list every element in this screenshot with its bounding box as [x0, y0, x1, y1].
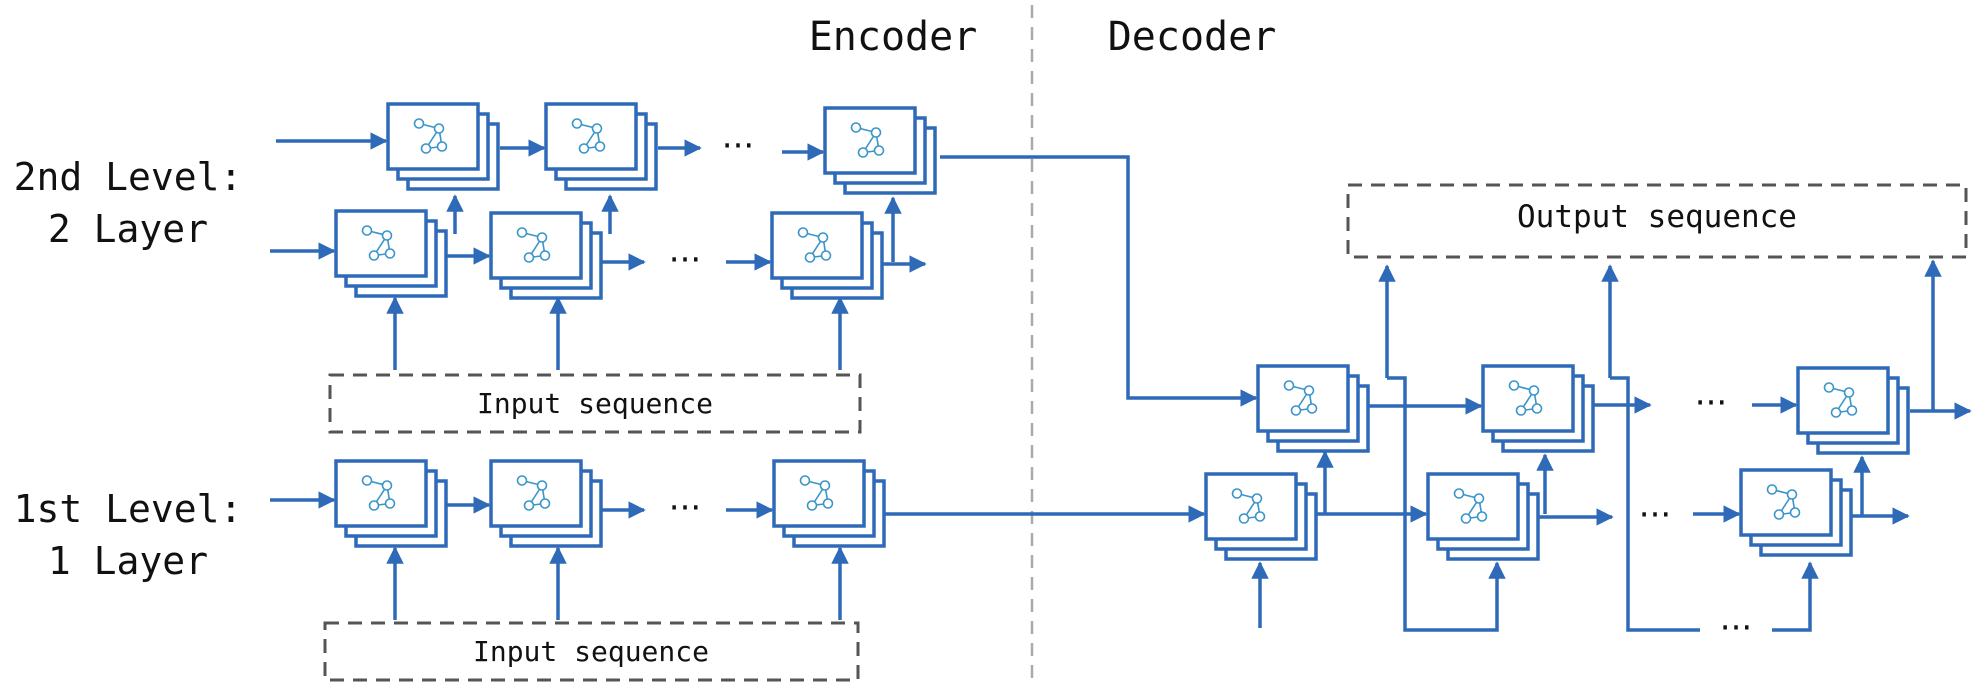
neural-network-cell-icon [516, 475, 551, 511]
enc-l2-upper-cell-1 [386, 102, 500, 191]
encoder-header: Encoder [809, 14, 978, 60]
dec-feedback-ellipsis: ··· [1720, 608, 1752, 648]
enc-l2-upper-ellipsis: ··· [722, 126, 754, 166]
output-sequence-label: Output sequence [1517, 199, 1797, 235]
neural-network-cell-icon [797, 227, 832, 263]
input-sequence-box-top: Input sequence [328, 373, 862, 434]
neural-network-cell-icon [1283, 380, 1318, 416]
enc-l1-cell-1 [334, 459, 448, 548]
dec-upper-cell-1 [1256, 364, 1370, 453]
enc-l1-ellipsis: ··· [669, 488, 701, 528]
input-sequence-label-top: Input sequence [477, 387, 713, 420]
dec-feedback-2 [1610, 376, 1700, 632]
dec-lower-cell-2 [1426, 472, 1540, 561]
input-sequence-box-bottom: Input sequence [323, 621, 860, 682]
enc-l2-lower-ellipsis: ··· [669, 240, 701, 280]
dec-feedback-3 [1772, 561, 1819, 632]
dec-upper-ellipsis: ··· [1695, 383, 1727, 423]
dec-feedback-1 [1387, 376, 1506, 632]
enc-l2-lower-cell-2 [489, 211, 603, 300]
neural-network-cell-icon [1453, 488, 1488, 524]
enc-l2-lower-cell-1 [334, 209, 448, 298]
neural-network-cell-icon [1823, 382, 1858, 418]
ellipsis-markers: ··· ··· ··· ··· ··· ··· [669, 126, 1752, 648]
enc-l2-lower-cell-3 [770, 211, 884, 300]
neural-network-cell-icon [571, 118, 606, 154]
dec-upper-cell-3 [1796, 366, 1910, 455]
dec-lower-cell-1 [1204, 472, 1318, 561]
context-level-2-arrow [940, 155, 1258, 407]
level-2-label-line2: 2 Layer [48, 207, 208, 251]
dec-lower-cell-3 [1739, 468, 1853, 557]
enc-l2-upper-cell-3 [823, 106, 937, 195]
input-sequence-label-bottom: Input sequence [473, 635, 709, 668]
recurrent-cells [334, 102, 1910, 561]
enc-l2-upper-cell-2 [544, 102, 658, 191]
dec-lower-ellipsis: ··· [1639, 495, 1671, 535]
neural-network-cell-icon [850, 122, 885, 158]
connection-lines [270, 132, 1972, 632]
level-1-label-line2: 1 Layer [48, 539, 208, 583]
dec-upper-cell-2 [1481, 364, 1595, 453]
neural-network-cell-icon [413, 118, 448, 154]
neural-network-cell-icon [361, 475, 396, 511]
neural-network-cell-icon [361, 225, 396, 261]
neural-network-cell-icon [799, 475, 834, 511]
output-sequence-box: Output sequence [1346, 183, 1968, 259]
neural-network-cell-icon [516, 227, 551, 263]
neural-network-cell-icon [1766, 484, 1801, 520]
level-1-label-line1: 1st Level: [14, 487, 243, 531]
level-2-label-line1: 2nd Level: [14, 155, 243, 199]
neural-network-cell-icon [1508, 380, 1543, 416]
enc-l1-cell-3 [772, 459, 886, 548]
decoder-header: Decoder [1108, 14, 1277, 60]
enc-l1-cell-2 [489, 459, 603, 548]
neural-network-cell-icon [1231, 488, 1266, 524]
